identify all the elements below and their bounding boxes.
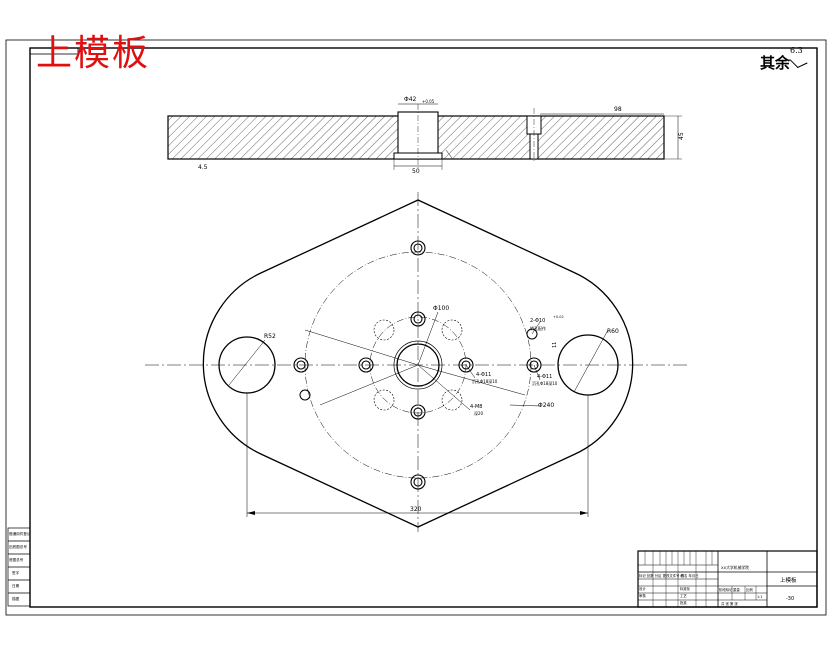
side-row-2: 旧底图总号 [9,544,27,549]
tb-scale: 1:1 [757,595,762,599]
tb-row-std: 标准化 [680,586,691,591]
screw-b-sub: 沉孔Φ18深10 [532,380,558,386]
tb-col-marks: 标记 处数 分区 更改文件号 签名 年月日 [639,573,699,578]
tb-col-weight: 重量 [733,587,740,592]
tb-row-design: 设计 [639,586,646,591]
bore-dim: Φ42 [404,96,417,103]
plan-view: Φ100 R52 R60 Φ240 2-Φ10 +0.02 销孔配作 4-Φ11… [145,192,690,532]
screw-b-note: 4-Φ11 [537,374,552,380]
roughness-note: 其余 6.3 [760,46,808,73]
width-dim: 320 [410,506,422,513]
tb-row-approve: 批准 [680,600,687,605]
tb-drawing-no: -30 [786,596,794,602]
pin-holes-tol: +0.02 [553,315,564,319]
tb-company: XX大学机械学院 [721,565,749,570]
side-row-3: 底图总号 [9,557,24,562]
hatch-symbol: 4.5 [198,164,208,171]
right-hole-label: R60 [607,328,619,335]
tb-part-name: 上模板 [780,576,797,584]
tb-col-ratio: 比例 [746,587,753,592]
tb-col-sheets: 共 张 第 张 [721,601,738,606]
bore-tol: +0.05 [422,99,435,104]
left-hole-label: R52 [264,333,276,340]
roughness-value: 6.3 [790,46,803,55]
side-row-4: 签字 [12,570,20,575]
side-row-6: 描图 [12,596,20,601]
tb-material: 45 [680,574,684,578]
section-view: Φ42 +0.05 50 98 45 4.5 [167,96,685,175]
thickness-dim: 45 [678,132,685,140]
pcd-label: Φ240 [538,402,554,409]
tb-row-process: 工艺 [680,593,687,598]
inner-frame [29,47,818,608]
drawing-title: 上模板 [36,33,151,74]
outer-frame [5,39,827,616]
center-circle-label: Φ100 [433,305,449,312]
side-row-5: 日期 [12,583,20,588]
tb-row-check: 审核 [639,593,646,598]
screw-a-sub: 沉孔Φ18深10 [472,378,498,384]
thread-sub: 深20 [474,410,484,416]
top-dim: 98 [614,106,622,113]
counterbore-dim: 50 [412,168,420,175]
side-block [7,527,31,607]
offset-dim: 11 [552,342,558,348]
pin-holes-note: 2-Φ10 [530,318,545,324]
screw-a-note: 4-Φ11 [476,372,491,378]
top-left-tab [29,47,79,55]
thread-note: 4-M8 [470,404,482,410]
side-row-1: 借通用件登记 [9,531,31,536]
roughness-label: 其余 [760,54,791,72]
center-bore [396,343,440,387]
pin-holes-sub: 销孔配作 [530,325,546,331]
tb-col-stage: 阶段标记 [719,587,733,592]
title-block [637,550,818,608]
